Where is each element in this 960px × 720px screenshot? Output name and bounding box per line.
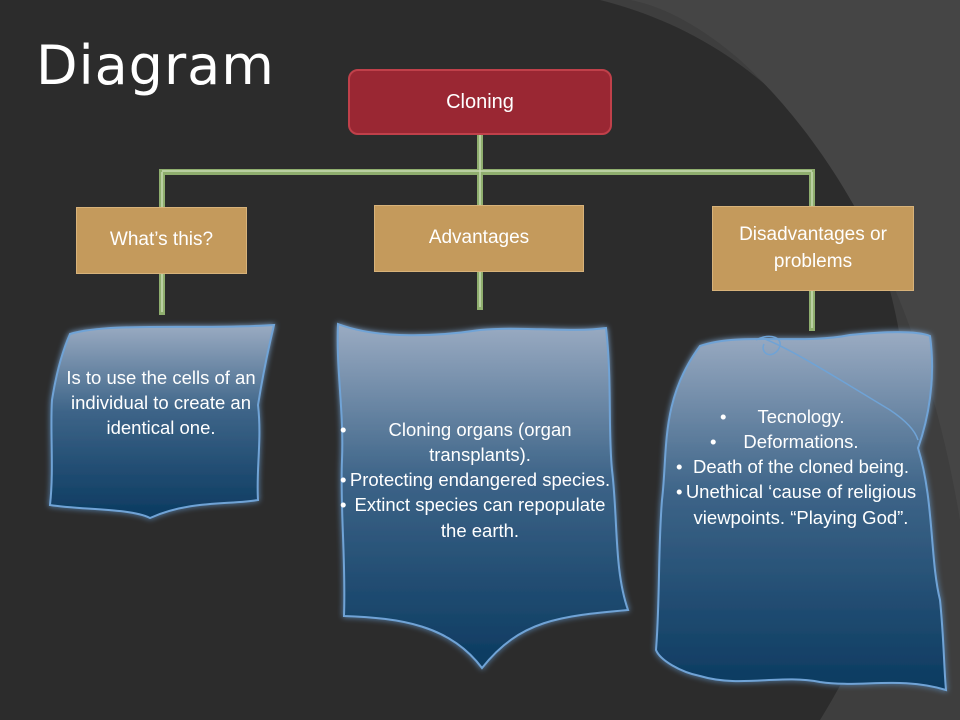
list-item: •Protecting endangered species. [340,467,620,492]
advantage-item-2: Protecting endangered species. [349,469,611,491]
category-disadvantages-label: Disadvantages or problems [739,223,887,272]
category-advantages: Advantages [374,205,584,272]
category-whats-this: What’s this? [76,207,247,274]
bullet-icon: • [720,406,727,427]
advantage-item-3: Extinct species can repopulate the earth… [354,494,606,541]
list-item: • Death of the cloned being. [676,454,926,479]
list-item: • Tecnology. [676,404,926,429]
panel-what-shape [48,323,276,520]
disadvantage-item-3: Death of the cloned being. [693,456,909,478]
bullet-icon: • [340,494,347,516]
list-item: • Deformations. [676,429,926,454]
root-node-cloning: Cloning [348,69,612,135]
bullet-icon: • [340,419,347,440]
list-item: • Extinct species can repopulate the eart… [340,492,620,542]
page-title: Diagram [36,34,275,97]
list-item: • Cloning organs (organ transplants). [340,417,620,467]
panel-advantages-list: •Cloning organs (organ transplants). •Pr… [340,417,620,543]
list-item: •Unethical ‘cause of religious viewpoint… [676,479,926,529]
disadvantage-item-1: Tecnology. [757,406,845,427]
category-disadvantages: Disadvantages or problems [712,206,914,291]
panel-what-text: Is to use the cells of an individual to … [66,367,256,439]
bullet-icon: • [340,469,347,491]
disadvantage-item-4: Unethical ‘cause of religious viewpoints… [685,481,917,528]
bullet-icon: • [676,481,683,503]
panel-disadvantages-crease [761,337,919,441]
bullet-icon: • [710,431,717,453]
panel-disadvantages-list: • Tecnology. • Deformations. • Death of the… [676,404,926,530]
panel-disadvantages-shape [654,331,948,692]
advantage-item-1: Cloning organs (organ transplants). [388,419,572,466]
disadvantage-item-2: Deformations. [743,431,859,453]
panel-advantages-shape [336,322,630,670]
bullet-icon: • [676,456,683,478]
